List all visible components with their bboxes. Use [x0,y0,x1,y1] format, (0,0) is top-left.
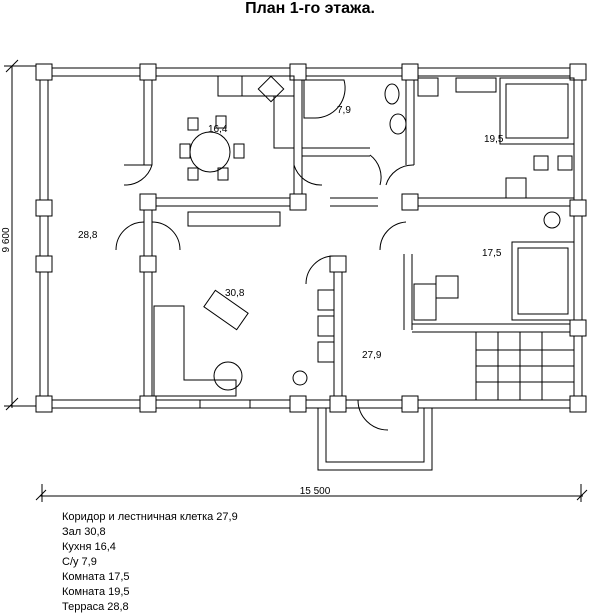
room-17-5-area-label: 17,5 [482,248,502,259]
hall-area-label: 30,8 [225,288,245,299]
room-19-5-area-label: 19,5 [484,134,504,145]
bathroom-area-label: 7,9 [337,105,351,116]
legend-item-room-19-5: Комната 19,5 [62,586,130,598]
hall-furniture [153,289,335,409]
corridor-area-label: 27,9 [362,350,382,361]
bathroom-furniture [303,79,407,135]
kitchen-furniture [179,75,295,227]
legend-item-kitchen: Кухня 16,4 [62,541,116,553]
height-dimension-label: 9 600 [1,227,12,252]
doors [115,154,415,431]
plan-title: План 1-го этажа. [245,0,375,17]
width-dimension [35,484,588,502]
height-dimension [4,59,40,411]
room-19-5-furniture [417,77,575,199]
room-17-5-furniture [413,211,575,321]
legend-item-hall: Зал 30,8 [62,526,106,538]
legend-item-bathroom: С/у 7,9 [62,556,97,568]
kitchen-area-label: 16,4 [208,124,228,135]
terrace-area-label: 28,8 [78,230,98,241]
legend-item-terrace: Терраса 28,8 [62,601,129,613]
walls [39,67,583,471]
wall-posts [35,63,587,413]
legend-item-corridor: Коридор и лестничная клетка 27,9 [62,511,238,523]
width-dimension-label: 15 500 [300,486,331,497]
legend-item-room-17-5: Комната 17,5 [62,571,130,583]
room-legend: Коридор и лестничная клетка 27,9 Зал 30,… [62,510,238,615]
